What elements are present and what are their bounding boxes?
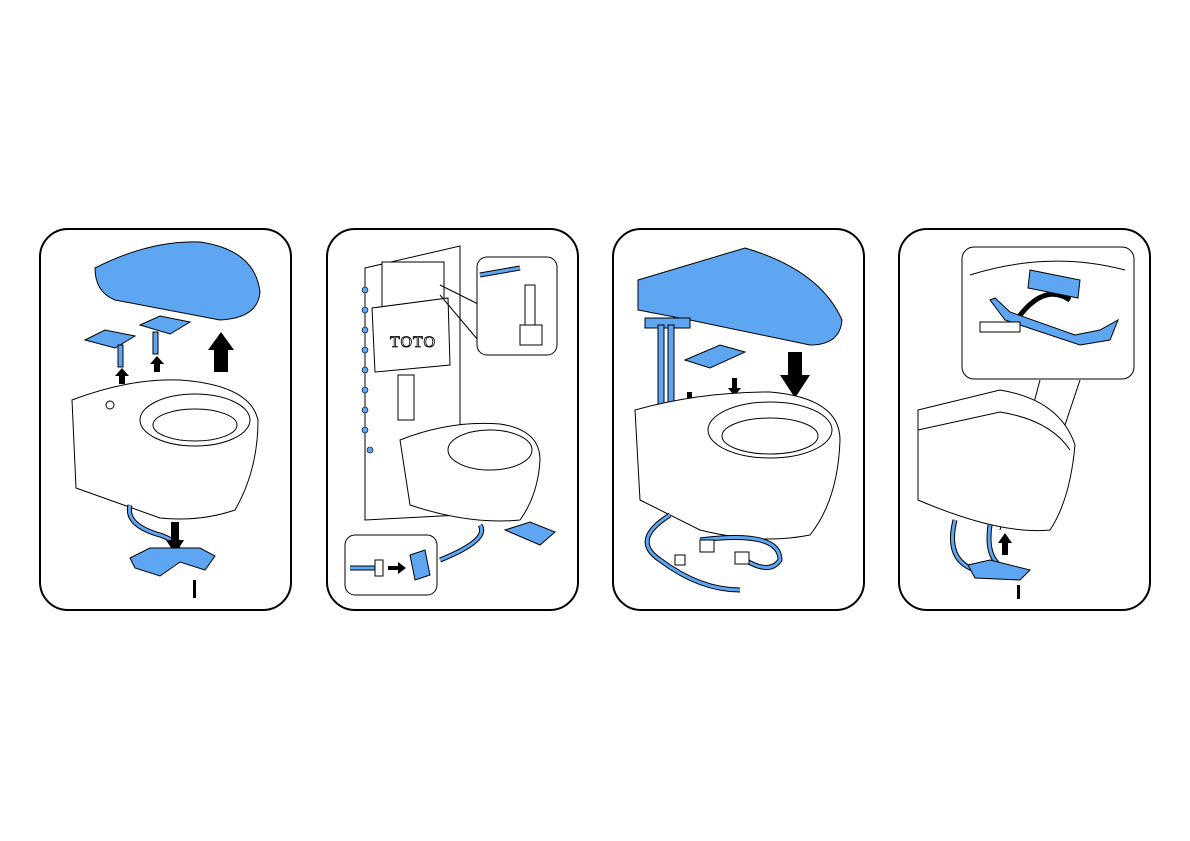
mount-plate-right (138, 315, 192, 335)
mount-plate (683, 344, 747, 369)
cistern (371, 297, 451, 373)
mount-plate-left (83, 329, 137, 349)
panel-3-mount-washlet (612, 228, 865, 611)
panel-2-connect-water: TOTO (326, 228, 579, 611)
washlet-seat (637, 247, 843, 346)
detail-inset-connector (344, 534, 438, 596)
arrow-up-icon (208, 332, 234, 372)
arrow-down-icon (780, 352, 810, 398)
panel-1-remove-seat (39, 228, 292, 611)
toto-logo: TOTO (390, 334, 436, 351)
detail-inset-base (961, 246, 1135, 380)
washlet-toilet (917, 389, 1076, 532)
base-bracket (129, 547, 216, 577)
arrow-up-icon (998, 533, 1012, 555)
base-bracket (989, 297, 1119, 346)
seat-lid (94, 241, 261, 321)
panel-4-secure-base (898, 228, 1151, 611)
frame-bolts (361, 286, 374, 454)
